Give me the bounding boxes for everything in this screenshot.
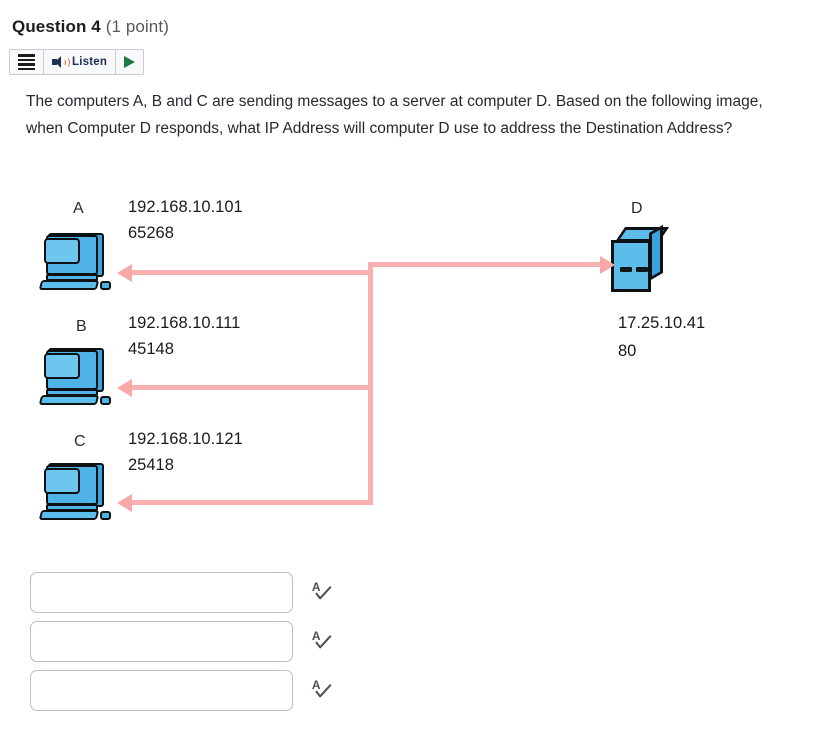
arrowhead-to-server-d <box>600 255 615 274</box>
answer-row: A <box>0 670 840 718</box>
listen-toolbar[interactable]: Listen <box>9 49 145 75</box>
node-c-ip: 192.168.10.121 <box>128 430 243 448</box>
answer-input-3[interactable] <box>30 670 293 711</box>
node-label-a: A <box>73 200 84 217</box>
link-to-node-c <box>130 500 371 505</box>
server-d-ip: 17.25.10.41 <box>618 314 706 332</box>
desktop-computer-icon-c <box>38 463 112 525</box>
page-title: Question 4 (1 point) <box>12 17 169 37</box>
answer-row: A <box>0 572 840 620</box>
arrowhead-to-node-a <box>117 263 132 282</box>
desktop-computer-icon-b <box>38 348 112 410</box>
arrowhead-to-node-c <box>117 493 132 512</box>
answer-fields: A A A <box>0 572 840 719</box>
svg-text:A: A <box>312 580 321 594</box>
play-button[interactable] <box>116 50 143 74</box>
answer-row: A <box>0 621 840 669</box>
node-a-port: 65268 <box>128 224 174 242</box>
listen-button[interactable]: Listen <box>44 50 117 74</box>
listen-label: Listen <box>72 56 108 68</box>
hamburger-menu-button[interactable] <box>10 50 44 74</box>
question-text: The computers A, B and C are sending mes… <box>26 93 763 137</box>
link-to-node-a <box>130 270 371 275</box>
node-b-ip: 192.168.10.111 <box>128 314 241 332</box>
node-b-port: 45148 <box>128 340 174 358</box>
hamburger-menu-icon <box>18 54 35 70</box>
spellcheck-icon[interactable]: A <box>311 579 333 603</box>
question-points: (1 point) <box>105 17 169 36</box>
spellcheck-icon[interactable]: A <box>311 677 333 701</box>
link-to-server-d <box>368 262 605 267</box>
node-label-d: D <box>631 200 643 217</box>
node-c-port: 25418 <box>128 456 174 474</box>
node-label-c: C <box>74 433 86 450</box>
arrowhead-to-node-b <box>117 378 132 397</box>
link-to-node-b <box>130 385 371 390</box>
svg-text:A: A <box>312 678 321 692</box>
answer-input-2[interactable] <box>30 621 293 662</box>
server-d-port: 80 <box>618 342 637 360</box>
link-trunk-vertical <box>368 262 373 505</box>
question-label: Question 4 <box>12 17 101 36</box>
network-diagram: A 192.168.10.101 65268 B 192.168.10.111 … <box>0 190 840 560</box>
svg-text:A: A <box>312 629 321 643</box>
server-tower-icon-d <box>611 224 670 293</box>
play-triangle-icon <box>124 56 136 68</box>
answer-input-1[interactable] <box>30 572 293 613</box>
speaker-icon <box>52 55 70 69</box>
node-label-b: B <box>76 318 87 335</box>
node-a-ip: 192.168.10.101 <box>128 198 243 216</box>
spellcheck-icon[interactable]: A <box>311 628 333 652</box>
desktop-computer-icon-a <box>38 233 112 295</box>
